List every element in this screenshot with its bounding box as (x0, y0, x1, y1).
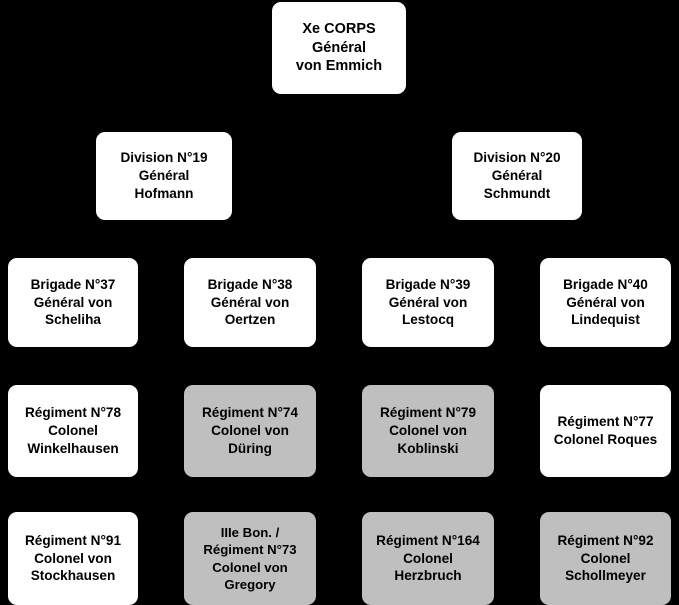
division-19-line-1: Division N°19 (120, 150, 208, 166)
brigade-40-line-3: Lindequist (571, 312, 640, 328)
node-regiment-79[interactable]: Régiment N°79 Colonel von Koblinski (362, 385, 494, 477)
brigade-38-line-2: Général von (210, 294, 290, 310)
regiment-73-line-2: Régiment N°73 (203, 542, 297, 558)
brigade-39-line-3: Lestocq (401, 312, 455, 328)
regiment-74-line-1: Régiment N°74 (201, 405, 299, 421)
regiment-79-line-2: Colonel von (389, 423, 467, 439)
regiment-92-line-1: Régiment N°92 (557, 532, 654, 548)
division-20-line-1: Division N°20 (473, 150, 561, 166)
regiment-74-line-2: Colonel von (211, 423, 289, 439)
node-corps[interactable]: Xe CORPS Général von Emmich (272, 2, 406, 94)
corps-line-2: Général (312, 39, 366, 56)
regiment-91-line-3: Stockhausen (30, 568, 116, 584)
node-brigade-37[interactable]: Brigade N°37 Général von Scheliha (8, 258, 138, 347)
brigade-40-line-1: Brigade N°40 (563, 276, 648, 292)
regiment-92-line-2: Colonel (580, 550, 631, 566)
regiment-78-line-2: Colonel (48, 423, 98, 439)
node-division-20[interactable]: Division N°20 Général Schmundt (452, 132, 582, 220)
regiment-92-line-3: Schollmeyer (565, 568, 646, 584)
regiment-78-line-3: Winkelhausen (27, 440, 119, 456)
brigade-37-line-1: Brigade N°37 (30, 276, 116, 292)
node-regiment-78[interactable]: Régiment N°78 Colonel Winkelhausen (8, 385, 138, 477)
node-regiment-77[interactable]: Régiment N°77 Colonel Roques (540, 385, 671, 477)
node-brigade-38[interactable]: Brigade N°38 Général von Oertzen (184, 258, 316, 347)
regiment-164-line-2: Colonel (403, 550, 453, 566)
brigade-38-line-1: Brigade N°38 (207, 276, 293, 292)
regiment-79-line-3: Koblinski (397, 440, 459, 456)
brigade-37-line-3: Scheliha (45, 312, 101, 328)
corps-line-1: Xe CORPS (302, 20, 376, 37)
regiment-164-line-1: Régiment N°164 (376, 532, 480, 548)
node-regiment-164[interactable]: Régiment N°164 Colonel Herzbruch (362, 512, 494, 605)
division-19-line-2: Général (138, 168, 190, 184)
regiment-164-line-3: Herzbruch (394, 568, 462, 584)
node-brigade-40[interactable]: Brigade N°40 Général von Lindequist (540, 258, 671, 347)
node-brigade-39[interactable]: Brigade N°39 Général von Lestocq (362, 258, 494, 347)
node-regiment-91[interactable]: Régiment N°91 Colonel von Stockhausen (8, 512, 138, 605)
regiment-78-line-1: Régiment N°78 (24, 405, 122, 421)
corps-line-3: von Emmich (295, 58, 383, 75)
node-division-19[interactable]: Division N°19 Général Hofmann (96, 132, 232, 220)
regiment-91-line-1: Régiment N°91 (24, 532, 122, 548)
node-regiment-74[interactable]: Régiment N°74 Colonel von Düring (184, 385, 316, 477)
brigade-40-line-2: Général von (566, 294, 645, 310)
node-regiment-73[interactable]: IIIe Bon. / Régiment N°73 Colonel von Gr… (184, 512, 316, 605)
brigade-39-line-2: Général von (388, 294, 468, 310)
regiment-79-line-1: Régiment N°79 (379, 405, 477, 421)
brigade-38-line-3: Oertzen (224, 312, 276, 328)
regiment-73-line-3: Colonel von (212, 559, 288, 575)
regiment-73-line-4: Gregory (224, 576, 276, 592)
regiment-77-line-2: Colonel Roques (553, 432, 658, 447)
regiment-73-line-1: IIIe Bon. / (220, 525, 280, 541)
division-20-line-2: Général (491, 168, 543, 184)
regiment-91-line-2: Colonel von (34, 550, 112, 566)
division-19-line-3: Hofmann (134, 185, 194, 201)
brigade-39-line-1: Brigade N°39 (385, 276, 471, 292)
brigade-37-line-2: Général von (33, 294, 113, 310)
regiment-74-line-3: Düring (228, 440, 272, 456)
node-regiment-92[interactable]: Régiment N°92 Colonel Schollmeyer (540, 512, 671, 605)
division-20-line-3: Schmundt (483, 185, 551, 201)
regiment-77-line-1: Régiment N°77 (557, 414, 654, 430)
